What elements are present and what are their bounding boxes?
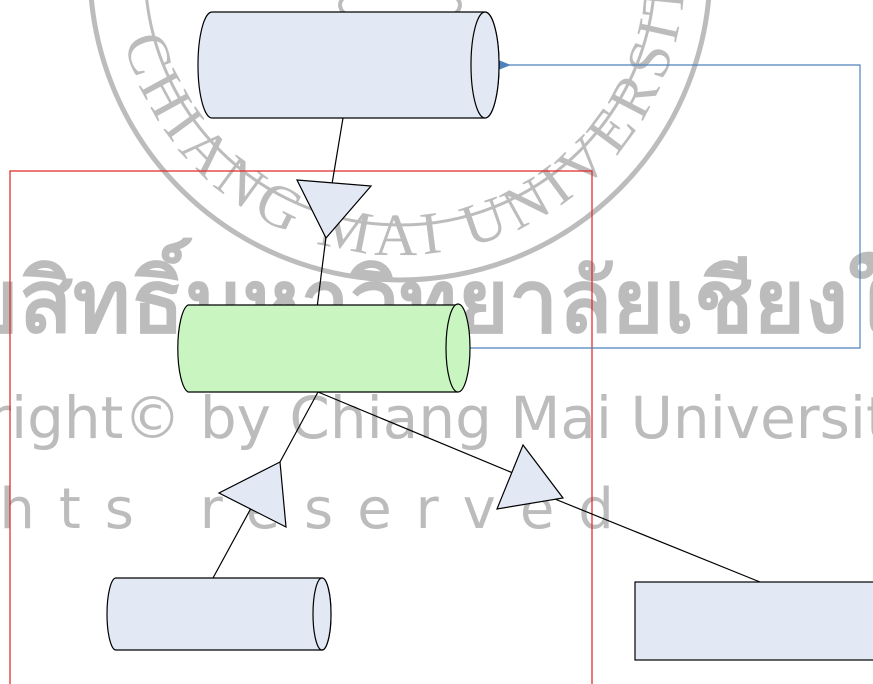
triangle-connector-left[interactable]: [217, 461, 287, 529]
triangle-connector-right[interactable]: [496, 443, 565, 510]
cylinder-body: [197, 11, 500, 119]
cylinder-body: [177, 304, 469, 393]
cylinder-end-cap: [470, 11, 500, 119]
cylinder-output-store[interactable]: [106, 577, 332, 651]
system-boundary-frame: [9, 170, 593, 684]
feedback-arrow: [468, 60, 861, 349]
connector-lines: [212, 117, 761, 583]
line-triangle-1-to-middle: [316, 236, 327, 309]
cylinder-body: [106, 577, 332, 651]
cylinder-end-cap: [445, 303, 471, 393]
line-middle-to-triangle-2: [279, 391, 319, 463]
line-middle-to-triangle-3: [317, 391, 526, 479]
process-box[interactable]: [634, 581, 873, 661]
seal-outer-ring: [89, 0, 711, 283]
cylinder-end-cap: [312, 577, 332, 651]
cylinder-middle-store[interactable]: [177, 303, 471, 393]
line-triangle-3-to-process: [539, 492, 761, 583]
triangle-connector-down[interactable]: [295, 179, 373, 240]
cylinder-source-store[interactable]: [197, 11, 500, 119]
seal-inner-ring: [145, 0, 655, 227]
